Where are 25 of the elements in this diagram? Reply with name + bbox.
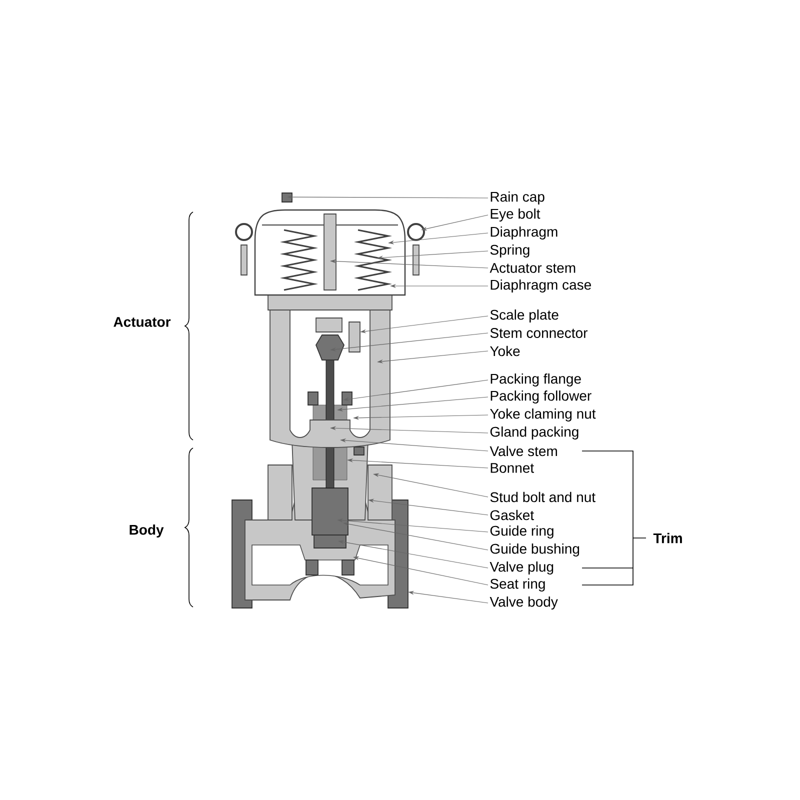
part-label: Packing follower [490,390,592,404]
part-label: Yoke claming nut [490,408,596,422]
group-label: Actuator [114,317,171,327]
part-label: Diaphragm [490,226,558,240]
part-label: Guide ring [490,525,554,539]
part-label: Bonnet [490,463,534,473]
part-label: Rain cap [490,191,544,205]
part-label: Gland packing [490,426,578,440]
part-label: Spring [490,244,530,258]
part-label: Guide bushing [490,543,580,557]
part-label: Valve plug [490,561,554,575]
group-label: Trim [653,532,682,544]
part-label: Scale plate [490,309,558,323]
part-label: Valve stem [490,446,557,456]
part-label: Seat ring [490,578,545,592]
part-label: Yoke [490,346,520,356]
part-label: Eye bolt [490,208,540,222]
part-label: Diaphragm case [490,279,591,293]
part-label: Gasket [490,510,534,520]
part-label: Stem connector [490,328,588,338]
part-label: Valve body [490,596,558,610]
part-label: Stud bolt and nut [490,492,596,502]
group-label: Body [130,524,164,538]
part-label: Packing flange [490,373,581,387]
part-label: Actuator stem [490,263,576,273]
